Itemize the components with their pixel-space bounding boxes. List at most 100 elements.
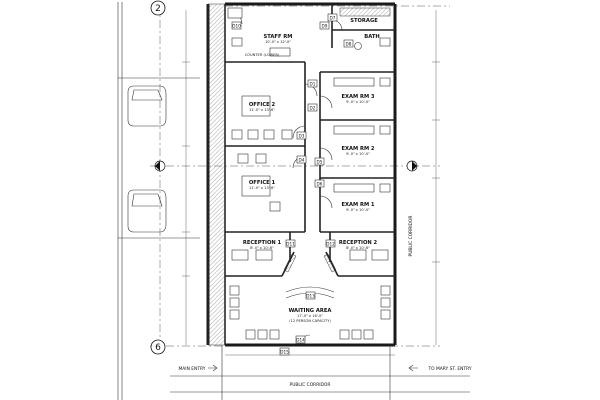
exterior-wall-left-hatch	[207, 3, 226, 346]
staff-chair	[231, 37, 243, 47]
door-tag-d12-text: D12	[326, 242, 335, 247]
office1-room-size: 11'-0" x 13'-6"	[249, 186, 275, 190]
door-tag-d2-text: D2	[310, 106, 316, 111]
exam2-room-name: EXAM RM 2	[341, 146, 374, 152]
door-tag-d11-box	[285, 239, 296, 248]
interior-walls	[225, 4, 395, 277]
office2-chair-1	[231, 129, 243, 140]
office2-chair-2	[247, 129, 259, 140]
car-windshield-2	[131, 193, 163, 207]
room-labels: STAFF RM 10'-0" x 12'-0" STORAGE BATH EX…	[243, 18, 380, 323]
door-swing-office2	[292, 125, 306, 139]
reception2-desk	[349, 249, 367, 261]
waiting-chair-l2	[229, 297, 240, 308]
office2-chair-3	[263, 129, 275, 140]
door-tag-d6-text: D6	[317, 182, 323, 187]
door-tag-d11-text: D11	[286, 242, 295, 247]
staff-fridge	[227, 7, 243, 19]
waiting-room-size: 17'-0" x 16'-0"	[297, 314, 323, 318]
door-tag-d13-box	[305, 291, 316, 300]
waiting-chair-b3	[269, 329, 280, 340]
waiting-chair-r1	[380, 285, 391, 296]
door-tag-d6: D6	[314, 179, 325, 188]
reception2-desk-2	[371, 249, 389, 261]
main-entry-label: MAIN ENTRY	[179, 366, 206, 372]
door-tag-d6-box	[314, 179, 325, 188]
main-entry-arrow-icon	[208, 364, 218, 372]
door-tag-d8: D8	[343, 39, 354, 48]
door-tag-d15-text: D15	[280, 350, 289, 355]
door-tag-d9-box	[319, 21, 330, 30]
grid-bubble-bottom-label: 6	[155, 343, 161, 353]
door-tag-d2: D2	[307, 103, 318, 112]
waiting-chair-b4	[339, 329, 350, 340]
mary-entry-label: TO MARY ST. ENTRY	[427, 366, 471, 372]
waiting-chair-r3	[380, 309, 391, 320]
door-tag-d12: D12	[325, 239, 336, 248]
door-tag-d4: D4	[296, 155, 307, 164]
bath-sink	[379, 37, 391, 47]
reception1-desk-2	[255, 249, 273, 261]
reception1-room-name: RECEPTION 1	[243, 240, 282, 246]
waiting-chair-b2	[257, 329, 268, 340]
exam2-chair	[379, 125, 391, 135]
exterior-walls	[206, 2, 397, 347]
bottom-street: PUBLIC CORRIDOR MAIN ENTRY TO MARY ST. E…	[170, 345, 472, 400]
reception1-desk	[231, 249, 249, 261]
waiting-room-note: (12 PERSON CAPACITY)	[289, 319, 331, 323]
door-tag-d4-box	[296, 155, 307, 164]
door-tag-d8-box	[343, 39, 354, 48]
exam1-chair	[379, 183, 391, 193]
reception2-room-name: RECEPTION 2	[339, 240, 378, 246]
reception-furniture	[231, 249, 389, 261]
door-tag-d9-text: D9	[322, 24, 328, 29]
door-tag-d8-text: D8	[346, 42, 352, 47]
door-tag-d11: D11	[285, 239, 296, 248]
office1-chair-3	[269, 201, 281, 212]
door-swing-staff	[304, 83, 318, 97]
dimension-lines	[182, 10, 440, 356]
section-marker-left	[154, 160, 166, 172]
door-tag-d14-text: D14	[296, 338, 305, 343]
waiting-chairs	[229, 285, 391, 340]
door-tag-d13: D13	[305, 291, 316, 300]
door-tag-d5: D5	[314, 157, 325, 166]
grid-bubble-bottom-circle	[150, 339, 166, 355]
grid-bubble-top-label: 2	[155, 4, 161, 14]
office1-room-name: OFFICE 1	[249, 180, 276, 186]
waiting-chair-b5	[351, 329, 362, 340]
waiting-chair-l1	[229, 285, 240, 296]
section-marker-right	[406, 160, 418, 172]
grid-bubble-bottom: 6	[150, 339, 166, 355]
exam2-table	[333, 125, 375, 135]
waiting-room-name: WAITING AREA	[289, 308, 332, 314]
reception2-room-size: 8'-0" x 10'-6"	[346, 246, 370, 250]
exam3-table	[333, 77, 375, 87]
door-tag-d3: D3	[296, 131, 307, 140]
office2-desk	[241, 95, 271, 117]
staff-room-furniture	[227, 7, 391, 57]
door-tag-d15: D15	[279, 347, 290, 356]
door-tag-d10: D10	[231, 21, 242, 30]
storage-room-name: STORAGE	[350, 18, 378, 24]
bath-toilet	[354, 42, 362, 50]
exam3-room-name: EXAM RM 3	[341, 94, 374, 100]
door-tag-d10-text: D10	[232, 24, 241, 29]
grid-bubble-top: 2	[150, 0, 166, 16]
office2-chair-4	[281, 129, 293, 140]
door-tag-d2-box	[307, 103, 318, 112]
office1-chair-1	[237, 153, 249, 164]
door-tag-d4-text: D4	[299, 158, 305, 163]
door-tag-d12-box	[325, 239, 336, 248]
exam3-chair	[379, 77, 391, 87]
exam3-room-size: 9'-0" x 10'-0"	[346, 100, 370, 104]
waiting-chair-b6	[363, 329, 374, 340]
office2-room-name: OFFICE 2	[249, 102, 276, 108]
public-corridor-vertical-label: PUBLIC CORRIDOR	[408, 216, 414, 257]
door-tag-d1-box	[307, 79, 318, 88]
grid-bubble-top-circle	[150, 0, 166, 16]
door-tag-d7: D7	[327, 13, 338, 22]
counter-label: COUNTER (LOWER)	[245, 53, 280, 57]
door-tag-d5-box	[314, 157, 325, 166]
staff-room-size: 10'-0" x 12'-0"	[265, 40, 291, 44]
